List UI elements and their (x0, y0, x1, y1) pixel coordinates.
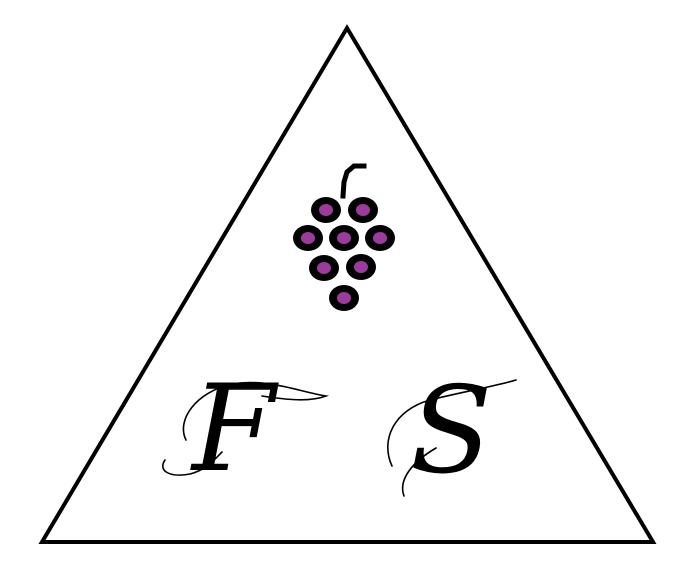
grape (311, 197, 341, 223)
letter-f-flourish (182, 381, 330, 441)
grape (309, 255, 339, 281)
grape-stem (340, 163, 367, 199)
monogram: F S (162, 360, 517, 501)
grape (329, 285, 359, 311)
letter-f: F (190, 360, 279, 499)
grape (293, 225, 323, 251)
letter-s-flourish (387, 379, 517, 467)
grape (365, 225, 395, 251)
letter-s: S (410, 362, 492, 501)
grape (329, 225, 359, 251)
grape-cluster-icon (293, 163, 395, 311)
letter-s-tail (401, 447, 437, 497)
letter-f-tail (162, 451, 223, 476)
triangle-frame (38, 24, 657, 544)
grape (346, 254, 376, 280)
grape (348, 197, 378, 223)
